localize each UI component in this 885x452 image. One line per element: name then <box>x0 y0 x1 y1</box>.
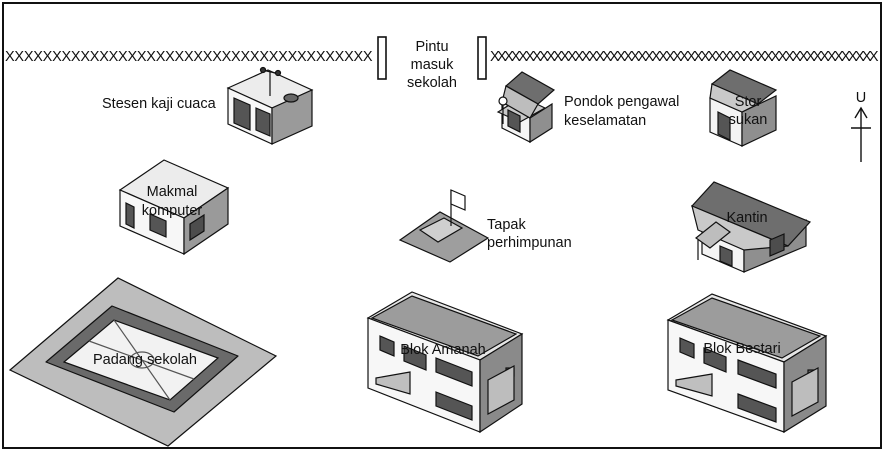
school-field-label: Padang sekolah <box>93 352 197 368</box>
computer-lab-label-1: Makmal <box>147 184 198 200</box>
fence-left: XXXXXXXXXXXXXXXXXXXXXXXXXXXXXXXXXXXXXXX <box>5 49 373 65</box>
computer-lab-building <box>118 159 230 256</box>
gate-post-right <box>477 36 487 80</box>
guard-post-building <box>496 71 556 144</box>
assembly-area <box>398 189 490 263</box>
gate-label-1: Pintu <box>415 39 448 55</box>
sports-store-building <box>709 69 778 147</box>
sports-store-label-1: Stor <box>735 94 762 110</box>
canteen-building <box>690 181 812 273</box>
sports-store-label-2: sukan <box>729 112 768 128</box>
gate-post-left <box>377 36 387 80</box>
computer-lab-label-2: komputer <box>142 203 203 219</box>
gate-label-2: masuk <box>411 57 454 73</box>
guard-post-label-1: Pondok pengawal <box>564 94 679 110</box>
canteen-label: Kantin <box>726 210 767 226</box>
block-bestari-building <box>666 293 828 434</box>
guard-post-label-2: keselamatan <box>564 113 646 129</box>
school-field <box>8 277 278 447</box>
block-amanah-building <box>366 291 524 434</box>
block-bestari-label: Blok Bestari <box>703 341 780 357</box>
north-label: U <box>856 90 866 106</box>
north-arrow-icon <box>851 106 871 162</box>
block-amanah-label: Blok Amanah <box>400 342 485 358</box>
school-fence: XXXXXXXXXXXXXXXXXXXXXXXXXXXXXXXXXXXXXXX … <box>5 49 880 65</box>
weather-station-building <box>226 66 314 145</box>
fence-right: XXXXXXXXXXXXXXXXXXXXXXXXXXXXXXXXXXXXXXXX… <box>490 49 879 65</box>
school-gate: Pintu masuk sekolah <box>377 36 487 91</box>
assembly-area-label-1: Tapak <box>487 217 526 233</box>
assembly-area-label-2: perhimpunan <box>487 235 572 251</box>
gate-label-3: sekolah <box>407 75 457 91</box>
weather-station-label: Stesen kaji cuaca <box>102 96 217 112</box>
